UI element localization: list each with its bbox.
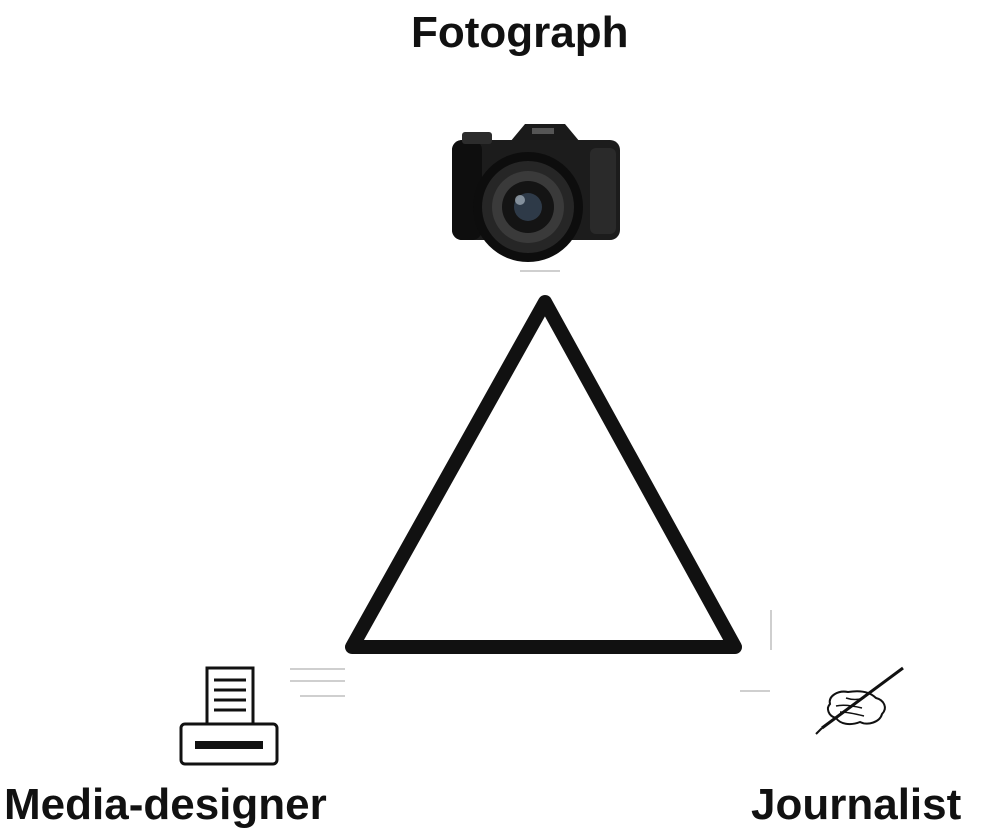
camera-icon: [440, 112, 630, 267]
node-label-media-designer: Media-designer: [4, 783, 327, 827]
printer-icon: [174, 662, 284, 772]
node-label-fotograph: Fotograph: [411, 11, 629, 55]
node-label-journalist: Journalist: [751, 783, 961, 827]
pen-writing-hand-icon: [808, 662, 910, 738]
